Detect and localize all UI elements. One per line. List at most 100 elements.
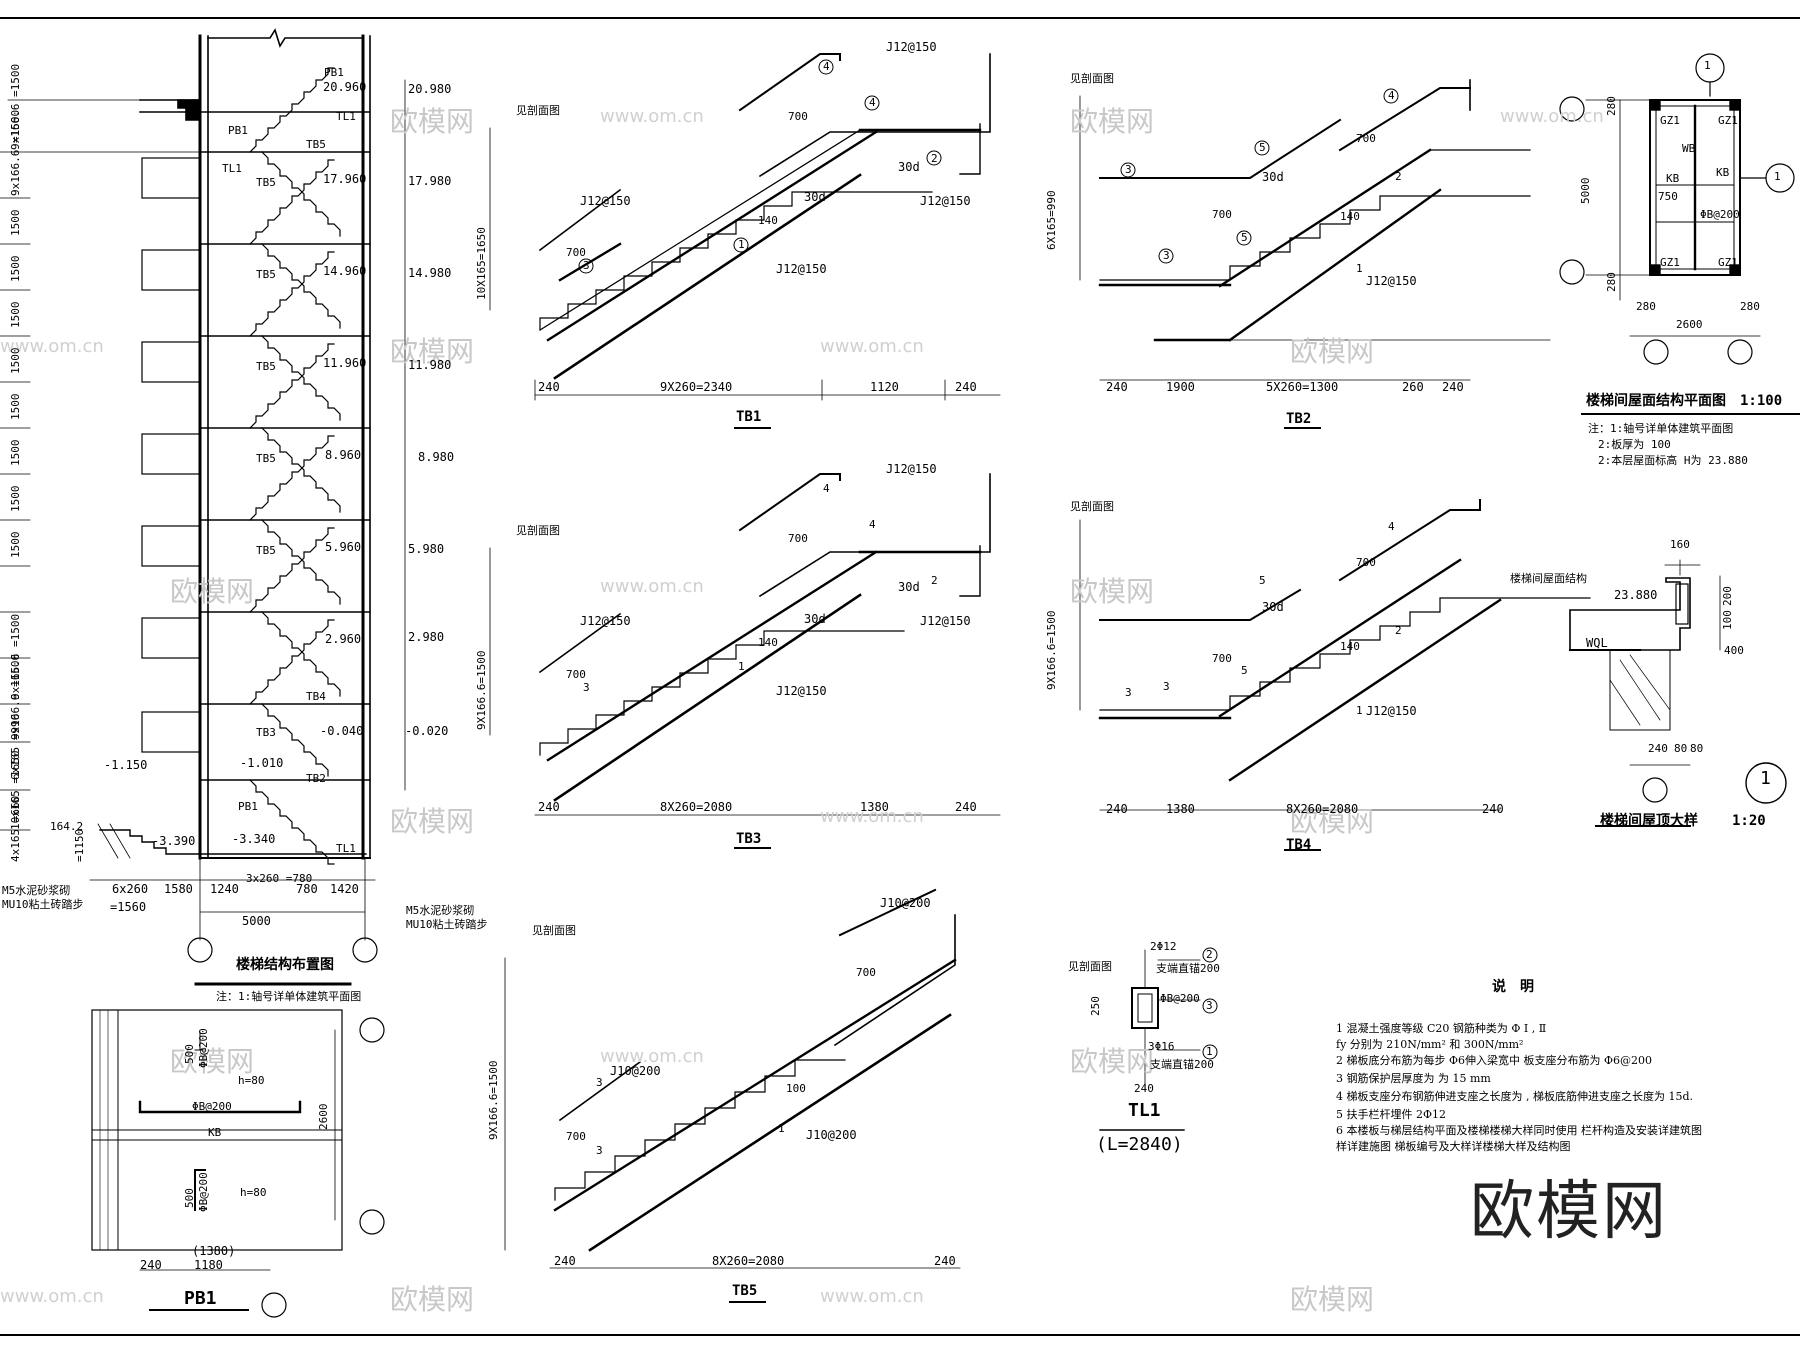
left-dim: 1500 (9, 393, 22, 421)
member-label: TB5 (256, 544, 276, 557)
run-dim: 240 (955, 800, 977, 814)
roof-plan-scale: 1:100 (1740, 393, 1783, 409)
bubble-label: 1 (778, 1122, 785, 1135)
section-ref: 见剖面图 (1070, 500, 1114, 513)
run-dim: 240 (554, 1254, 576, 1268)
tb5-title: TB5 (732, 1283, 758, 1299)
detail-dim: 400 (1724, 644, 1744, 657)
level-other: -1.150 (104, 758, 148, 772)
level-right: 14.980 (408, 266, 452, 280)
member-label: TB2 (306, 772, 326, 785)
watermark-domain: www.om.cn (0, 336, 104, 357)
left-dim: 1500 (9, 347, 22, 375)
foot-note: MU10粘土砖踏步 (406, 918, 488, 931)
rebar-label: J12@150 (1366, 704, 1417, 718)
tb4-title: TB4 (1286, 837, 1312, 853)
rebar-label: 100 (786, 1082, 806, 1095)
detail-dim: 240 (1648, 742, 1668, 755)
run-dim: 240 (1442, 380, 1464, 394)
height-dim: 9X166.6=1500 (1045, 610, 1058, 690)
tl1-label: ΦB@200 (1160, 992, 1200, 1005)
plan-label: ΦB@200 (1700, 208, 1740, 221)
level-left: 20.960 (323, 80, 367, 94)
tb3-linework (489, 473, 1001, 849)
rebar-label: J12@150 (580, 194, 631, 208)
rebar-label: 700 (1212, 208, 1232, 221)
plan-label: KB (1666, 172, 1680, 185)
level-left: 5.960 (325, 540, 362, 554)
member-label: PB1 (324, 66, 344, 79)
bubble-label: 4 (823, 60, 830, 73)
rebar-label: 700 (566, 246, 586, 259)
tl1-label: 2Φ12 (1150, 940, 1177, 953)
elevation-note: 注：1:轴号详单体建筑平面图 (216, 990, 362, 1003)
rebar-label: J10@200 (610, 1064, 661, 1078)
level-left: 14.960 (323, 264, 367, 278)
rebar-label: J12@150 (776, 262, 827, 276)
watermark-brand: 欧模网 (1070, 575, 1155, 608)
bubble-label: 4 (869, 96, 876, 109)
run-dim: 240 (1106, 802, 1128, 816)
member-label: TB5 (256, 268, 276, 281)
watermark-domain: www.om.cn (820, 336, 924, 357)
tb2-linework (1079, 79, 1551, 429)
plan-label: GZ1 (1660, 256, 1680, 269)
bubble-label: 1 (1356, 704, 1363, 717)
run-dim: 240 (1482, 802, 1504, 816)
run-dim: 240 (955, 380, 977, 394)
watermark-brand: 欧模网 (1290, 335, 1375, 368)
tl1-label: 250 (1089, 996, 1102, 1016)
rebar-label: J12@150 (886, 40, 937, 54)
tl1-title: TL1 (1128, 1100, 1161, 1121)
level-other: 164.2 (50, 820, 84, 833)
roof-plan-linework (1559, 53, 1800, 415)
note-item: 2 梯板底分布筋为每步 Φ6伸入梁宽中 板支座分布筋为 Φ6@200 (1336, 1054, 1653, 1067)
bottom-dim: 3x260 =780 (246, 872, 313, 885)
member-label: TL1 (336, 110, 356, 123)
member-label: TB3 (256, 726, 276, 739)
left-dim: 1500 (9, 439, 22, 467)
run-dim: 1380 (860, 800, 889, 814)
bubble-label: 3 (1163, 680, 1170, 693)
section-mark: 1 (1704, 59, 1711, 72)
left-dim: =1150 (73, 828, 86, 862)
level-other: -3.390 (152, 834, 196, 848)
bubble-label: 3 (1125, 686, 1132, 699)
member-label: TB5 (306, 138, 326, 151)
note-item: 3 钢筋保护层厚度为 为 15 mm (1336, 1072, 1491, 1085)
watermark-domain: www.om.cn (820, 1286, 924, 1307)
stair-elevation-linework (0, 28, 406, 986)
plan-dim: 280 (1605, 272, 1618, 292)
bubble-label: 3 (1163, 249, 1170, 262)
watermark-brand: 欧模网 (1290, 805, 1375, 838)
run-dim: 8X260=2080 (660, 800, 733, 814)
plan-dim: 280 (1605, 96, 1618, 116)
rebar-label: 140 (1340, 210, 1360, 223)
run-dim: 9X260=2340 (660, 380, 733, 394)
level-left: -1.010 (240, 756, 284, 770)
tb5-linework (504, 888, 961, 1303)
pb1-label: KB (208, 1126, 222, 1139)
watermark-domain: www.om.cn (600, 106, 704, 127)
pb1-label: h=80 (240, 1186, 267, 1199)
note-item: 6 本楼板与梯层结构平面及楼梯楼梯大样同时使用 栏杆构造及安装详建筑图 (1336, 1124, 1702, 1137)
rebar-label: J12@150 (886, 462, 937, 476)
pb1-dim: 1180 (194, 1258, 223, 1272)
tl1-linework (1099, 947, 1218, 1131)
member-label: TL1 (336, 842, 356, 855)
pb1-label: h=80 (238, 1074, 265, 1087)
tl1-length: (L=2840) (1096, 1134, 1183, 1155)
member-label: TB5 (256, 452, 276, 465)
run-dim: 240 (538, 800, 560, 814)
height-dim: 6X165=990 (1045, 190, 1058, 250)
run-dim: 1120 (870, 380, 899, 394)
pb1-label: 500 (183, 1188, 196, 1208)
left-dim: 1500 (9, 255, 22, 283)
tl1-label: 支端直锚200 (1156, 962, 1220, 975)
roof-detail-linework (1569, 559, 1787, 827)
watermark-brand: 欧模网 (390, 1283, 475, 1316)
tb4-linework (1079, 499, 1591, 851)
run-dim: 240 (538, 380, 560, 394)
pb1-label: ΦB@200 (197, 1028, 210, 1068)
